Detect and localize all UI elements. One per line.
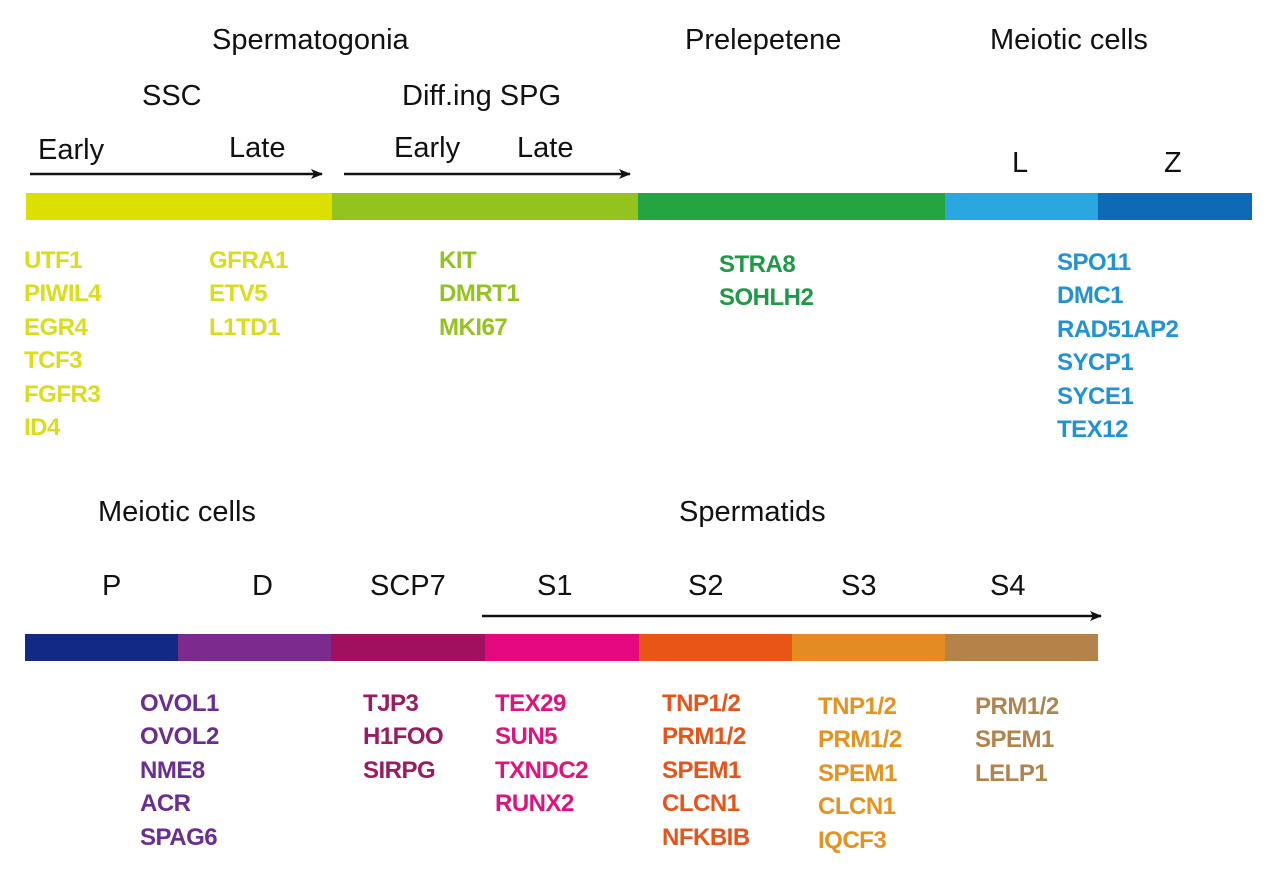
gene-l1td1: L1TD1 [209, 313, 280, 341]
gene-sirpg: SIRPG [363, 756, 436, 784]
gene-spem1: SPEM1 [975, 726, 1054, 754]
gene-kit: KIT [439, 247, 477, 274]
gene-sun5: SUN5 [495, 723, 558, 751]
gene-tnp1-2: TNP1/2 [818, 693, 897, 720]
gene-tjp3: TJP3 [363, 690, 419, 717]
gene-sycp1: SYCP1 [1057, 349, 1134, 377]
gene-spag6: SPAG6 [140, 823, 218, 851]
gene-fgfr3: FGFR3 [24, 380, 101, 408]
segment-leptotene [945, 193, 1098, 220]
gene-dmc1: DMC1 [1057, 282, 1124, 310]
gene-gfra1: GFRA1 [209, 247, 288, 274]
stage-label-scp7: SCP7 [370, 570, 446, 602]
segment-s3 [792, 634, 945, 661]
gene-prm1-2: PRM1/2 [818, 726, 902, 754]
gene-nfkbib: NFKBIB [662, 823, 750, 851]
segment-scp7 [331, 634, 485, 661]
segment-diplotene [178, 634, 331, 661]
header-prelepetene: Prelepetene [685, 24, 842, 56]
gene-piwil4: PIWIL4 [24, 280, 102, 308]
stage-label-d: D [252, 570, 273, 602]
header-spermatogonia: Spermatogonia [212, 24, 409, 56]
gene-clcn1: CLCN1 [662, 790, 740, 818]
gene-mki67: MKI67 [439, 313, 508, 341]
stage-label-s4: S4 [990, 570, 1026, 602]
header-meiotic-cells-top: Meiotic cells [990, 24, 1148, 56]
segment-zygotene [1098, 193, 1252, 220]
gene-runx2: RUNX2 [495, 790, 574, 818]
segment-diff-spg [332, 193, 638, 220]
subheader-diffing-spg: Diff.ing SPG [402, 80, 562, 112]
gene-tnp1-2: TNP1/2 [662, 690, 741, 717]
segment-s4 [945, 634, 1098, 661]
stage-label-s1: S1 [537, 570, 573, 602]
stage-label-p: P [102, 570, 122, 602]
gene-rad51ap2: RAD51AP2 [1057, 315, 1179, 343]
gene-ovol1: OVOL1 [140, 690, 219, 717]
gene-prm1-2: PRM1/2 [975, 693, 1059, 720]
gene-clcn1: CLCN1 [818, 793, 896, 821]
segment-prelepetene [638, 193, 945, 220]
gene-spem1: SPEM1 [662, 756, 741, 784]
gene-txndc2: TXNDC2 [495, 756, 589, 784]
header-spermatids: Spermatids [679, 496, 826, 528]
gene-tex12: TEX12 [1057, 415, 1128, 443]
gene-utf1: UTF1 [24, 247, 83, 274]
segment-s1 [485, 634, 639, 661]
gene-spo11: SPO11 [1057, 249, 1131, 276]
stage-label-ssc-early: Early [38, 134, 105, 166]
stage-label-s2: S2 [688, 570, 724, 602]
gene-syce1: SYCE1 [1057, 382, 1134, 410]
gene-prm1-2: PRM1/2 [662, 723, 746, 751]
segment-pachytene [25, 634, 178, 661]
stage-bar-bottom [25, 634, 1098, 661]
stage-label-z: Z [1164, 147, 1182, 179]
gene-lelp1: LELP1 [975, 759, 1048, 787]
gene-etv5: ETV5 [209, 280, 268, 308]
header-meiotic-cells-bottom: Meiotic cells [98, 496, 256, 528]
stage-label-spg-late: Late [517, 132, 574, 164]
stage-label-l: L [1012, 147, 1029, 179]
gene-egr4: EGR4 [24, 313, 88, 341]
gene-iqcf3: IQCF3 [818, 826, 887, 854]
gene-tcf3: TCF3 [24, 347, 83, 375]
stage-label-spg-early: Early [394, 132, 461, 164]
gene-acr: ACR [140, 790, 191, 818]
gene-stra8: STRA8 [719, 251, 796, 278]
gene-id4: ID4 [24, 413, 60, 441]
gene-ovol2: OVOL2 [140, 723, 219, 751]
segment-ssc [26, 193, 332, 220]
gene-sohlh2: SOHLH2 [719, 284, 814, 312]
gene-nme8: NME8 [140, 756, 205, 784]
gene-tex29: TEX29 [495, 690, 566, 717]
gene-h1foo: H1FOO [363, 723, 444, 751]
stage-bar-top [26, 193, 1252, 220]
gene-spem1: SPEM1 [818, 759, 897, 787]
segment-s2 [639, 634, 792, 661]
gene-dmrt1: DMRT1 [439, 280, 520, 308]
stage-label-ssc-late: Late [229, 132, 286, 164]
subheader-ssc: SSC [142, 80, 202, 112]
stage-label-s3: S3 [841, 570, 877, 602]
